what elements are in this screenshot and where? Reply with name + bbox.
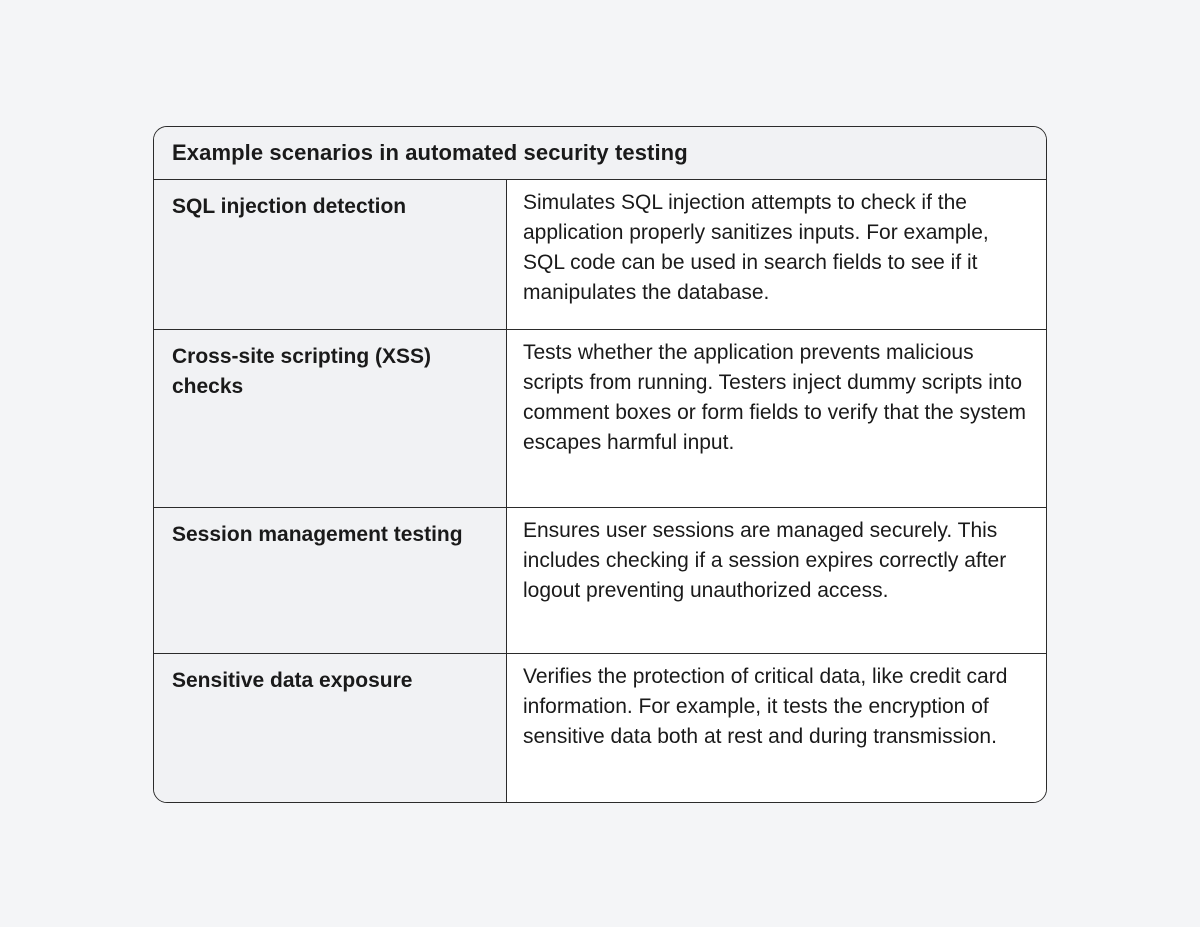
scenario-name: Sensitive data exposure: [154, 654, 507, 802]
scenario-name: SQL injection detection: [154, 180, 507, 329]
scenario-description: Verifies the protection of critical data…: [507, 654, 1046, 802]
table-row: Cross-site scripting (XSS) checks Tests …: [154, 330, 1046, 508]
scenario-description: Tests whether the application prevents m…: [507, 330, 1046, 507]
scenario-description: Ensures user sessions are managed secure…: [507, 508, 1046, 653]
scenario-name: Session management testing: [154, 508, 507, 653]
table-row: Session management testing Ensures user …: [154, 508, 1046, 654]
scenarios-table: Example scenarios in automated security …: [153, 126, 1047, 803]
table-row: SQL injection detection Simulates SQL in…: [154, 180, 1046, 330]
table-row: Sensitive data exposure Verifies the pro…: [154, 654, 1046, 802]
scenario-name: Cross-site scripting (XSS) checks: [154, 330, 507, 507]
scenario-description: Simulates SQL injection attempts to chec…: [507, 180, 1046, 329]
table-title: Example scenarios in automated security …: [154, 127, 1046, 180]
